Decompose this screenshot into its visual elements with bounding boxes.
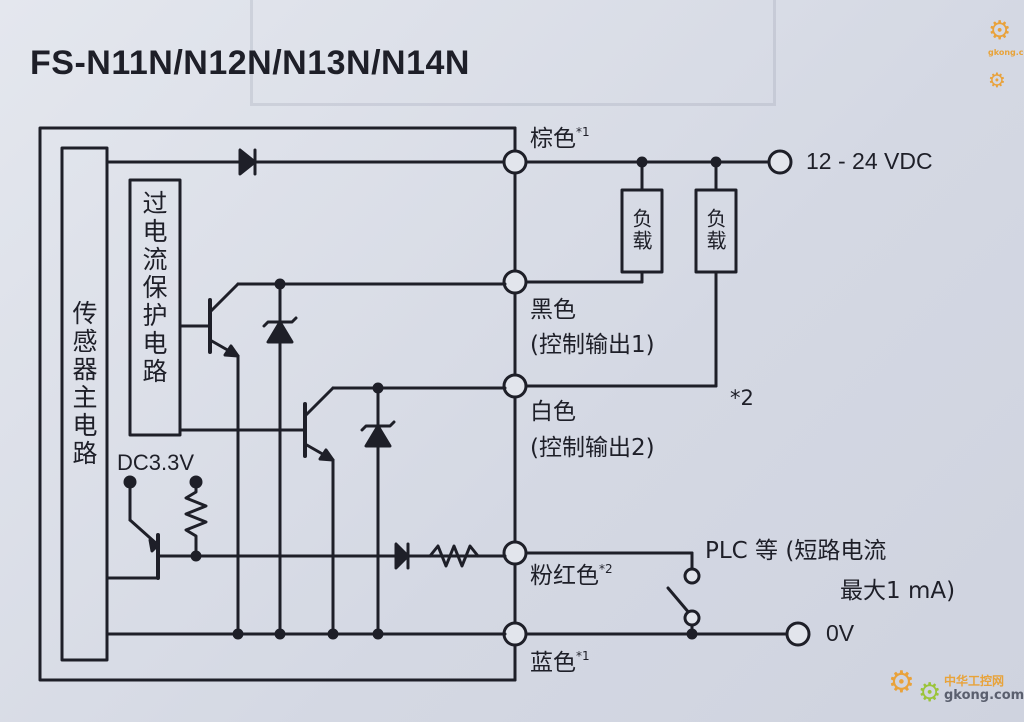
terminal-supply	[767, 149, 793, 175]
terminal-ground	[785, 621, 811, 647]
model-title: FS-N11N/N12N/N13N/N14N	[30, 44, 470, 82]
load-1-label: 负载	[629, 208, 653, 252]
white-wire-label: 白色	[530, 399, 576, 425]
background-box	[250, 0, 776, 106]
terminal-pink	[502, 540, 528, 566]
plc-note-line2: 最大1 mA)	[840, 578, 956, 604]
terminal-black	[502, 269, 528, 295]
blue-wire-label: 蓝色*1	[530, 649, 590, 676]
sensor-enclosure	[38, 126, 517, 682]
watermark-top-domain: gkong.com	[988, 48, 1024, 57]
internal-supply-label: DC3.3V	[117, 450, 195, 475]
terminal-white	[502, 373, 528, 399]
plc-switch	[666, 586, 692, 616]
watermark-site-name: 中华工控网	[944, 674, 1005, 688]
pink-wire-label: 粉红色*2	[530, 562, 613, 589]
terminal-blue	[502, 621, 528, 647]
watermark-domain: gkong.com	[944, 688, 1024, 703]
resistor-pullup	[184, 480, 208, 558]
load-2-label: 负载	[703, 208, 727, 252]
plc-note-line1: PLC 等 (短路电流	[705, 538, 887, 564]
diode-icon	[238, 148, 257, 176]
black-wire-label: 黑色	[530, 297, 576, 323]
main-circuit-block	[60, 146, 109, 662]
watermark-gear-bottom-icon: ⚙	[888, 665, 915, 700]
control-output-2-label: (控制输出2)	[530, 435, 655, 461]
main-circuit-label: 传感器主电路	[69, 300, 98, 468]
protection-circuit-label: 过电流保护电路	[139, 190, 168, 386]
supply-voltage-label: 12 - 24 VDC	[806, 148, 933, 174]
note-2-label: *2	[730, 386, 754, 410]
control-output-1-label: (控制输出1)	[530, 332, 655, 358]
pink-resistor	[428, 544, 480, 568]
pink-diode-icon	[394, 542, 410, 570]
terminal-brown	[502, 149, 528, 175]
ground-label: 0V	[826, 620, 855, 646]
brown-wire-label: 棕色*1	[530, 125, 590, 152]
watermark-gear-icon: ⚙	[988, 16, 1012, 46]
watermark-gear-small-icon: ⚙	[988, 68, 1006, 92]
protection-circuit-block	[128, 178, 182, 437]
watermark-gear-green-icon: ⚙	[918, 678, 942, 708]
